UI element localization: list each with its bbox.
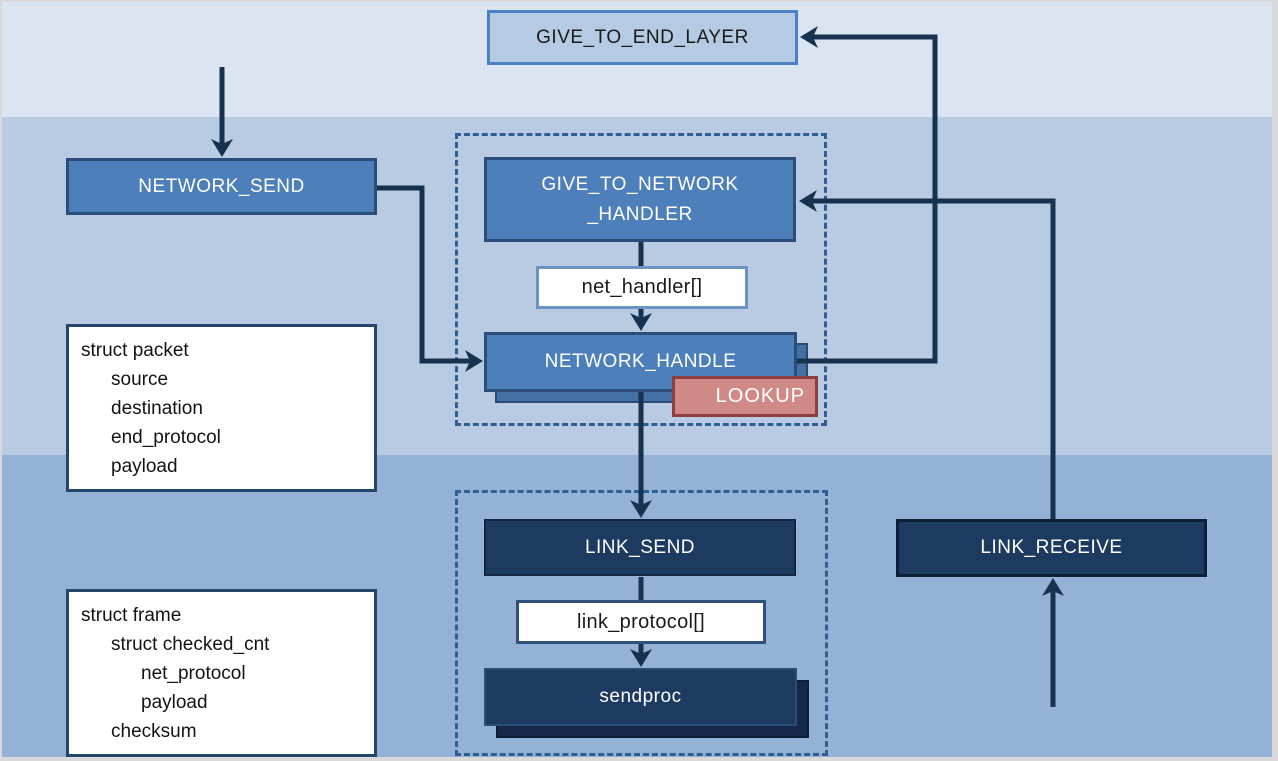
node-label: LINK_SEND [584, 536, 696, 558]
struct-line: struct packet [81, 340, 189, 361]
struct-line: struct checked_cnt [111, 634, 270, 655]
node-give-to-end-layer: GIVE_TO_END_LAYER [487, 10, 798, 65]
node-label: GIVE_TO_END_LAYER [536, 26, 749, 48]
node-label: sendproc [599, 686, 682, 707]
struct-line: end_protocol [111, 427, 221, 448]
node-label: GIVE_TO_NETWORK _HANDLER [541, 173, 739, 225]
struct-line: checksum [111, 721, 197, 742]
struct-line: source [111, 369, 169, 390]
node-give-to-network-handler: GIVE_TO_NETWORK _HANDLER [484, 157, 796, 242]
node-link-protocol-array: link_protocol[] [516, 600, 766, 644]
node-label: link_protocol[] [577, 610, 705, 633]
struct-line: net_protocol [141, 663, 246, 684]
node-net-handler-array: net_handler[] [536, 266, 748, 309]
struct-line: payload [111, 456, 178, 477]
node-label: net_handler[] [581, 276, 703, 298]
struct-packet-box: struct packet source destination end_pro… [66, 324, 377, 492]
struct-line: struct frame [81, 605, 182, 626]
node-sendproc: sendproc [484, 668, 797, 726]
node-lookup: LOOKUP [672, 376, 818, 417]
node-label: NETWORK_SEND [138, 175, 305, 197]
struct-frame-box: struct frame struct checked_cnt net_prot… [66, 589, 377, 757]
node-label: NETWORK_HANDLE [544, 351, 737, 372]
node-label: LINK_RECEIVE [980, 537, 1123, 558]
struct-line: destination [111, 398, 203, 419]
struct-line: payload [141, 692, 208, 713]
node-label: LOOKUP [715, 385, 805, 407]
node-link-send: LINK_SEND [484, 519, 796, 576]
node-network-send: NETWORK_SEND [66, 158, 377, 215]
node-link-receive: LINK_RECEIVE [896, 519, 1207, 577]
